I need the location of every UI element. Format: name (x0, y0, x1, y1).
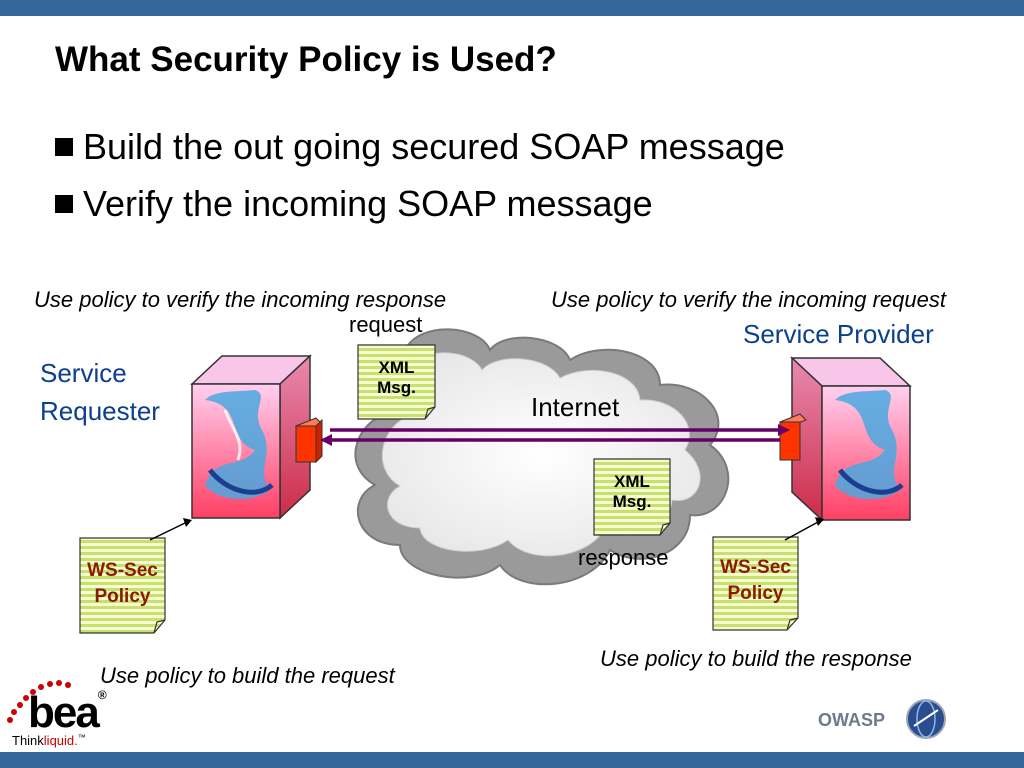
message-channel-arrows (320, 424, 790, 446)
note-build-response: Use policy to build the response (600, 646, 912, 671)
xml-label-line2: Msg. (377, 378, 416, 397)
xml-label-line2: Msg. (612, 492, 652, 511)
bottom-bar (0, 752, 1024, 768)
owasp-globe-icon (906, 699, 946, 739)
ws-sec-line2: Policy (94, 586, 151, 607)
xml-label-line1: XML (614, 472, 650, 491)
xml-response-document-icon (593, 458, 671, 536)
bullet-item: Build the out going secured SOAP message (55, 118, 785, 175)
bea-logo: bea® (28, 688, 107, 738)
note-verify-request: Use policy to verify the incoming reques… (551, 287, 946, 312)
ws-sec-policy-left-label: WS-Sec Policy (80, 558, 165, 610)
bea-tag-think: Think (12, 733, 44, 748)
bea-tagline: Thinkliquid.™ (12, 733, 86, 748)
requester-server-icon (190, 354, 312, 520)
xml-request-label: XML Msg. (358, 358, 435, 398)
bullet-list: Build the out going secured SOAP message… (55, 118, 785, 232)
bea-tag-tm: ™ (77, 733, 86, 742)
ws-sec-policy-document-icon (712, 536, 799, 631)
bullet-text: Build the out going secured SOAP message (83, 126, 785, 167)
ws-sec-line1: WS-Sec (87, 560, 158, 581)
bea-registered-mark: ® (97, 688, 107, 702)
bea-logo-dots (7, 680, 71, 723)
xml-response-label: XML Msg. (594, 472, 670, 512)
internet-label: Internet (531, 392, 620, 422)
bea-logo-word: bea (28, 688, 100, 737)
service-requester-line2: Requester (40, 396, 160, 426)
provider-server-icon (790, 356, 912, 522)
xml-label-line1: XML (378, 358, 415, 377)
owasp-logo-text: OWASP (818, 710, 886, 730)
ws-sec-policy-right-label: WS-Sec Policy (713, 555, 798, 607)
ws-sec-line1: WS-Sec (720, 557, 791, 578)
ws-sec-policy-document-icon (79, 537, 166, 634)
request-label: request (349, 312, 423, 337)
service-requester-line1: Service (40, 358, 127, 388)
top-bar (0, 0, 1024, 16)
xml-request-document-icon (357, 344, 436, 420)
bullet-item: Verify the incoming SOAP message (55, 175, 785, 232)
requester-port-icon (295, 417, 323, 464)
response-label: response (578, 545, 669, 570)
service-requester-label: Service Requester (40, 354, 160, 430)
bullet-square-icon (55, 194, 73, 213)
ws-sec-line2: Policy (727, 583, 784, 604)
service-provider-label: Service Provider (743, 319, 934, 349)
policy-arrows (149, 517, 824, 541)
note-verify-response: Use policy to verify the incoming respon… (34, 287, 447, 312)
bullet-text: Verify the incoming SOAP message (83, 183, 653, 224)
note-build-request: Use policy to build the request (100, 663, 395, 688)
bullet-square-icon (55, 137, 73, 156)
page-title: What Security Policy is Used? (55, 40, 557, 79)
bea-tag-liquid: liquid. (43, 733, 78, 748)
